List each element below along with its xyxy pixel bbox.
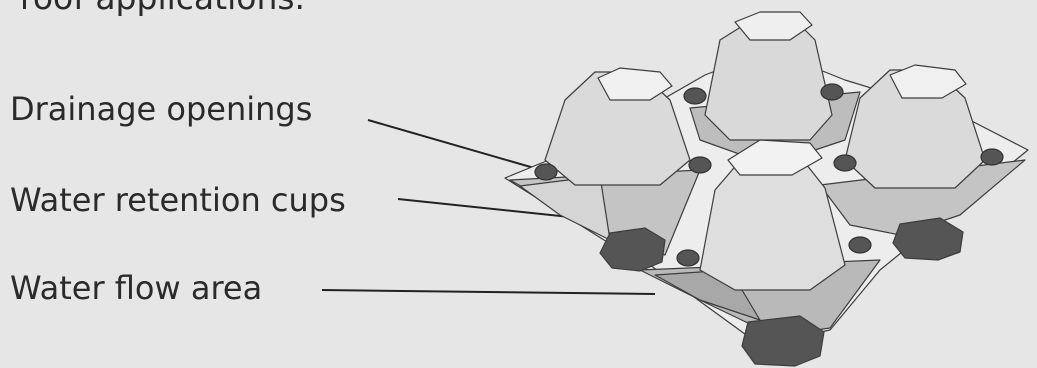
label-water-flow-area: Water flow area xyxy=(10,269,263,307)
dome-left xyxy=(544,71,691,186)
dome-back xyxy=(704,14,833,141)
cup-bottom-front xyxy=(741,315,825,367)
drainage-opening xyxy=(833,154,857,172)
drainage-opening xyxy=(980,148,1004,166)
drainage-opening xyxy=(683,87,707,105)
label-drainage-openings: Drainage openings xyxy=(10,90,313,128)
drainage-opening xyxy=(676,249,700,267)
label-water-retention-cups: Water retention cups xyxy=(10,181,346,219)
leader-line-flow xyxy=(321,289,656,295)
drainage-opening xyxy=(688,156,712,174)
cup-bottom-right xyxy=(892,217,964,261)
drainage-panel xyxy=(504,11,1029,367)
dome-front xyxy=(699,149,846,291)
drainage-opening xyxy=(848,236,872,254)
cup-bottom-left xyxy=(599,227,666,272)
dome-right xyxy=(844,69,986,189)
partial-heading-text: roof applications. xyxy=(20,0,305,17)
drainage-opening xyxy=(534,163,558,181)
leader-line-drainage xyxy=(367,119,549,173)
drainage-opening xyxy=(820,83,844,101)
